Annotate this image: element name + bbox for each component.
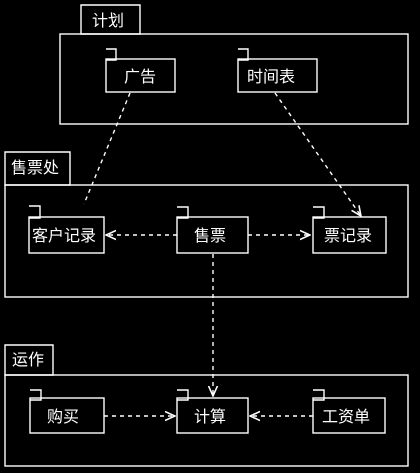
item-accounting-tab [177, 389, 189, 401]
item-ad-label: 广告 [124, 67, 156, 86]
package-operations-label: 运作 [12, 350, 44, 369]
item-ticket-records-tab [313, 206, 325, 219]
item-payroll-label: 工资单 [322, 407, 370, 426]
item-schedule[interactable]: 时间表 [237, 48, 318, 93]
dependency-ad-to-customer-records[interactable] [83, 92, 131, 205]
item-ticket-records-label: 票记录 [324, 226, 372, 245]
item-payroll-tab [313, 389, 325, 401]
item-ad[interactable]: 广告 [105, 48, 176, 93]
item-payroll[interactable]: 工资单 [312, 389, 386, 434]
item-customer-records-body [28, 216, 105, 254]
package-ticket-office-body [4, 184, 409, 298]
dependencies [83, 92, 361, 416]
item-schedule-label: 时间表 [247, 67, 295, 86]
item-purchase-tab [30, 389, 42, 401]
dependency-schedule-to-ticket-records[interactable] [274, 92, 361, 216]
package-operations[interactable]: 运作 购买 计算 工资单 [4, 344, 409, 467]
item-accounting-label: 计算 [194, 407, 226, 426]
item-purchase-label: 购买 [47, 407, 79, 426]
item-ticket-records-body [312, 216, 387, 254]
item-customer-records-label: 客户记录 [32, 226, 96, 245]
item-ad-tab [106, 48, 117, 61]
item-purchase[interactable]: 购买 [29, 389, 105, 434]
package-plan[interactable]: 计划 广告 时间表 [59, 4, 409, 125]
item-schedule-tab [238, 48, 249, 61]
item-accounting-body [176, 397, 249, 434]
item-ticket-records[interactable]: 票记录 [312, 206, 387, 254]
item-ticket-sales-tab [177, 206, 189, 219]
package-ticket-office[interactable]: 售票处 客户记录 售票 票记录 [4, 151, 409, 298]
item-ticket-sales[interactable]: 售票 [176, 206, 249, 254]
item-customer-records-tab [29, 205, 41, 219]
item-customer-records[interactable]: 客户记录 [28, 205, 105, 254]
package-plan-body [59, 33, 409, 125]
item-accounting[interactable]: 计算 [176, 389, 249, 434]
item-schedule-body [237, 58, 318, 93]
package-ticket-office-label: 售票处 [11, 158, 59, 177]
item-ticket-sales-label: 售票 [194, 226, 226, 245]
package-plan-label: 计划 [92, 11, 124, 30]
package-operations-body [4, 374, 409, 467]
item-ad-body [105, 58, 176, 93]
